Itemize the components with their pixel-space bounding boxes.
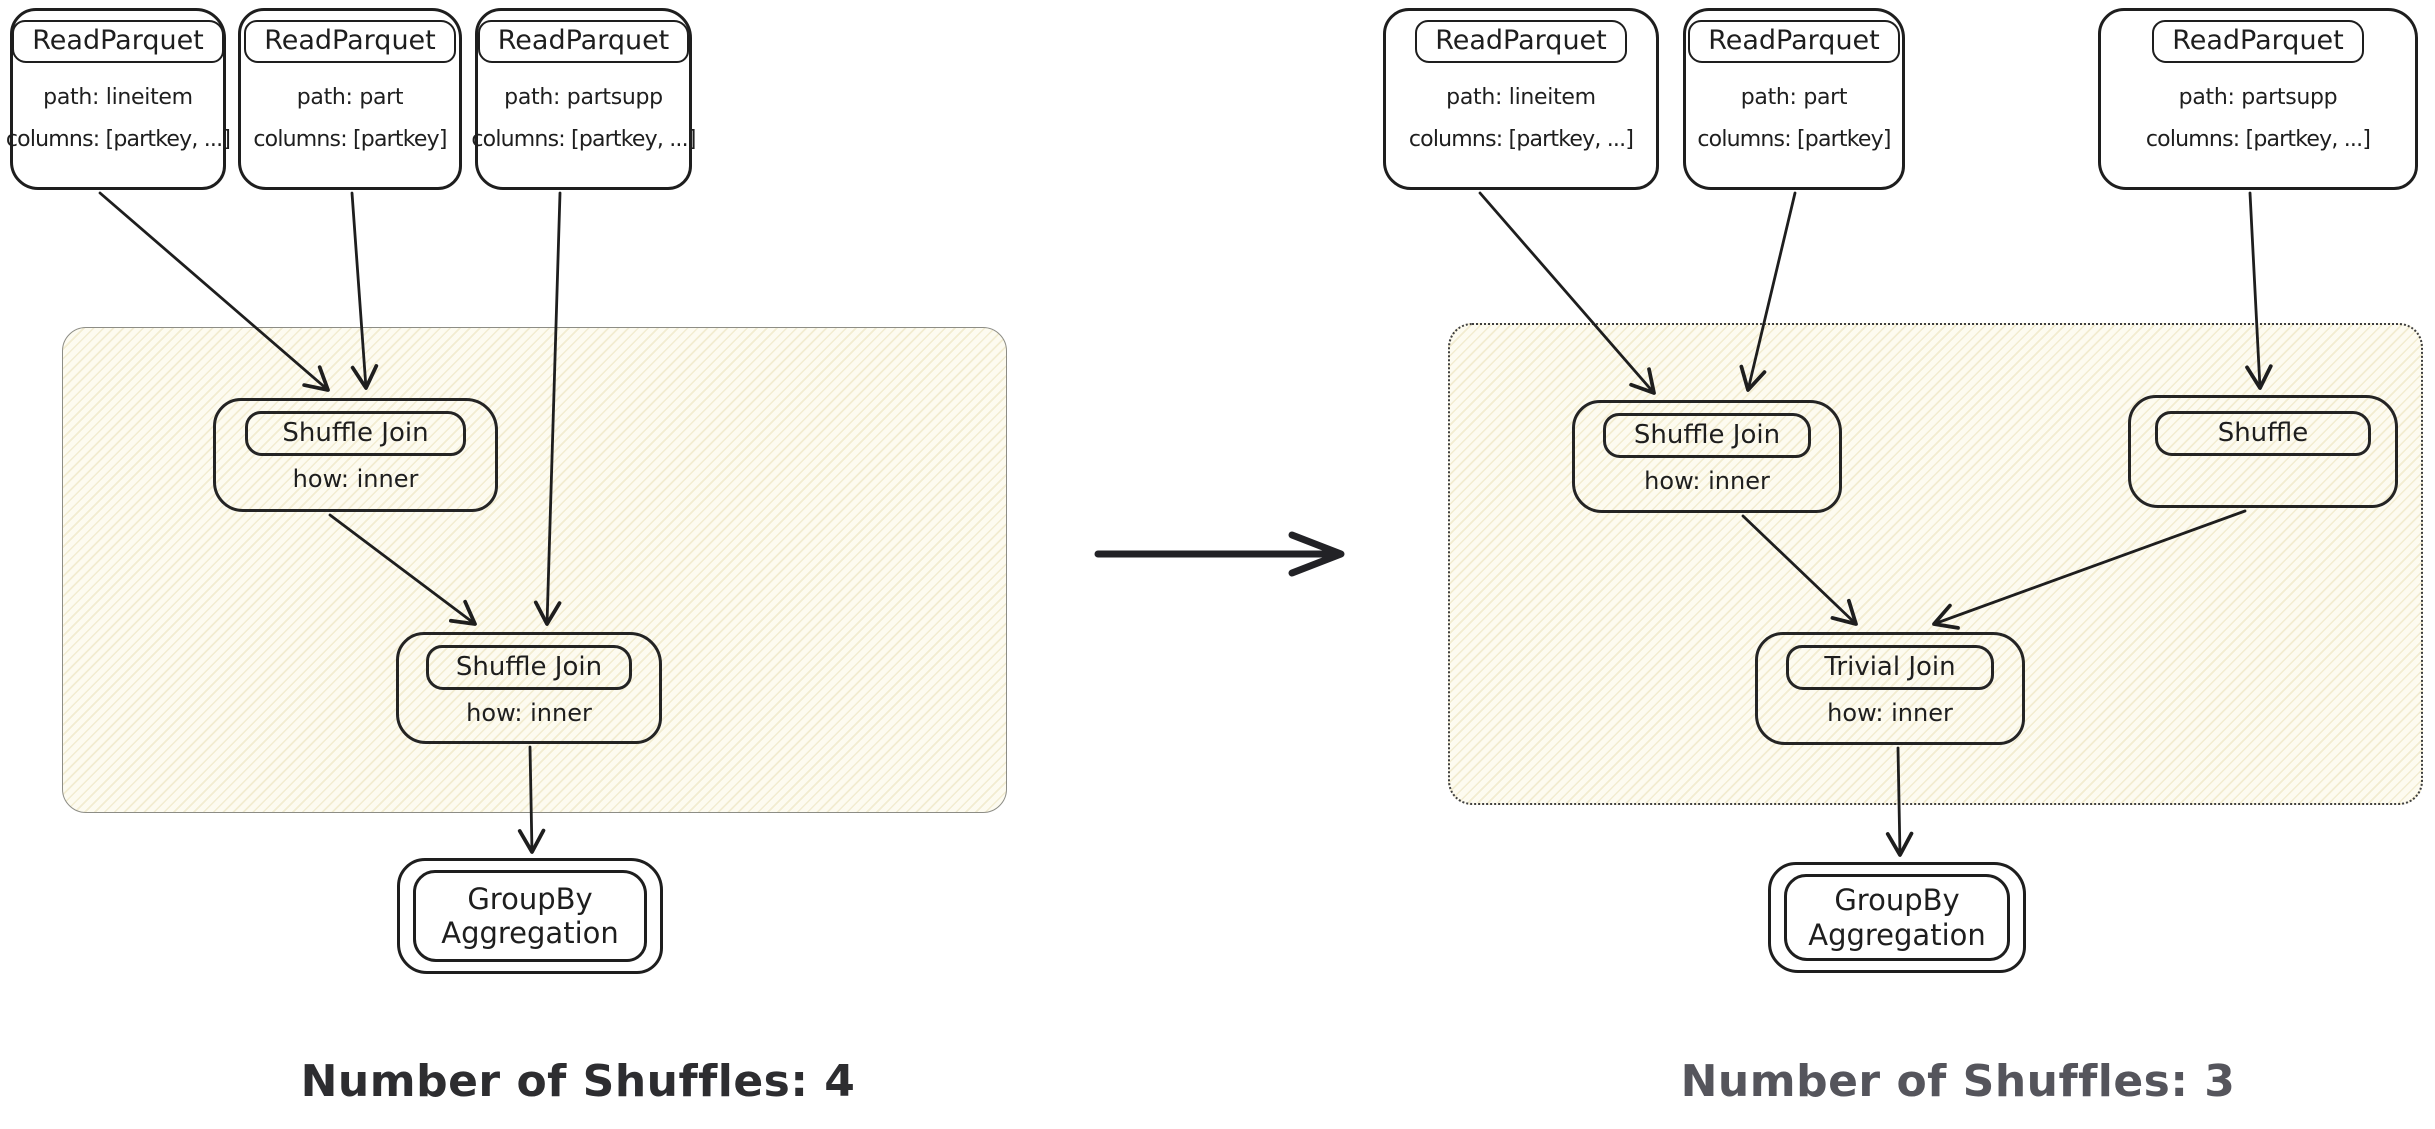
path-label: path: part <box>1740 84 1848 110</box>
right-read-parquet-lineitem-box: ReadParquet path: lineitem columns: [par… <box>1383 8 1659 190</box>
columns-label: columns: [partkey] <box>1697 126 1891 152</box>
path-label: path: partsupp <box>504 84 663 110</box>
groupby-line1: GroupBy <box>467 881 593 916</box>
node-title-pill: Trivial Join <box>1785 645 1995 690</box>
left-shuffle-join-1-node: Shuffle Join how: inner <box>213 398 498 512</box>
left-caption: Number of Shuffles: 4 <box>300 1056 856 1107</box>
path-label: path: lineitem <box>43 84 193 110</box>
right-trivial-join-node: Trivial Join how: inner <box>1755 632 2025 745</box>
node-title-pill: ReadParquet <box>12 20 224 63</box>
right-caption: Number of Shuffles: 3 <box>1680 1056 2236 1107</box>
node-title-pill: ReadParquet <box>244 20 456 63</box>
columns-label: columns: [partkey, ...] <box>5 126 231 152</box>
left-shuffle-join-2-node: Shuffle Join how: inner <box>396 632 662 744</box>
how-label: how: inner <box>1644 467 1770 495</box>
groupby-line2: Aggregation <box>441 916 619 950</box>
path-label: path: part <box>296 84 404 110</box>
how-label: how: inner <box>466 699 592 727</box>
right-shuffle-join-node: Shuffle Join how: inner <box>1572 400 1842 513</box>
node-title-pill: Shuffle Join <box>426 645 632 690</box>
right-read-parquet-part-box: ReadParquet path: part columns: [partkey… <box>1683 8 1905 190</box>
how-label: how: inner <box>1827 699 1953 727</box>
how-label: how: inner <box>292 465 419 493</box>
transform-arrow <box>1094 531 1345 577</box>
path-label: path: lineitem <box>1446 84 1596 110</box>
node-title-pill: Shuffle Join <box>245 411 466 456</box>
columns-label: columns: [partkey, ...] <box>1408 126 1634 152</box>
node-title-pill: ReadParquet <box>1688 20 1900 63</box>
node-title-pill: Shuffle Join <box>1602 413 1812 458</box>
node-title-pill: ReadParquet <box>1415 20 1627 63</box>
right-groupby-aggregation-node: GroupBy Aggregation <box>1768 862 2026 973</box>
columns-label: columns: [partkey, ...] <box>471 126 696 152</box>
right-shuffle-node: Shuffle <box>2128 395 2398 508</box>
left-read-parquet-part-box: ReadParquet path: part columns: [partkey… <box>238 8 462 190</box>
path-label: path: partsupp <box>2178 84 2338 110</box>
node-title-pill: ReadParquet <box>477 20 690 63</box>
groupby-label: GroupBy Aggregation <box>413 870 647 962</box>
right-read-parquet-partsupp-box: ReadParquet path: partsupp columns: [par… <box>2098 8 2418 190</box>
groupby-line2: Aggregation <box>1808 917 1986 952</box>
node-title-pill: Shuffle <box>2154 411 2372 456</box>
groupby-line1: GroupBy <box>1834 883 1960 918</box>
columns-label: columns: [partkey, ...] <box>2145 126 2371 152</box>
left-read-parquet-lineitem-box: ReadParquet path: lineitem columns: [par… <box>6 8 231 190</box>
groupby-label: GroupBy Aggregation <box>1784 874 2010 961</box>
left-groupby-aggregation-node: GroupBy Aggregation <box>397 858 663 974</box>
left-read-parquet-partsupp-box: ReadParquet path: partsupp columns: [par… <box>471 8 696 190</box>
node-title-pill: ReadParquet <box>2152 20 2364 63</box>
columns-label: columns: [partkey] <box>253 126 447 152</box>
